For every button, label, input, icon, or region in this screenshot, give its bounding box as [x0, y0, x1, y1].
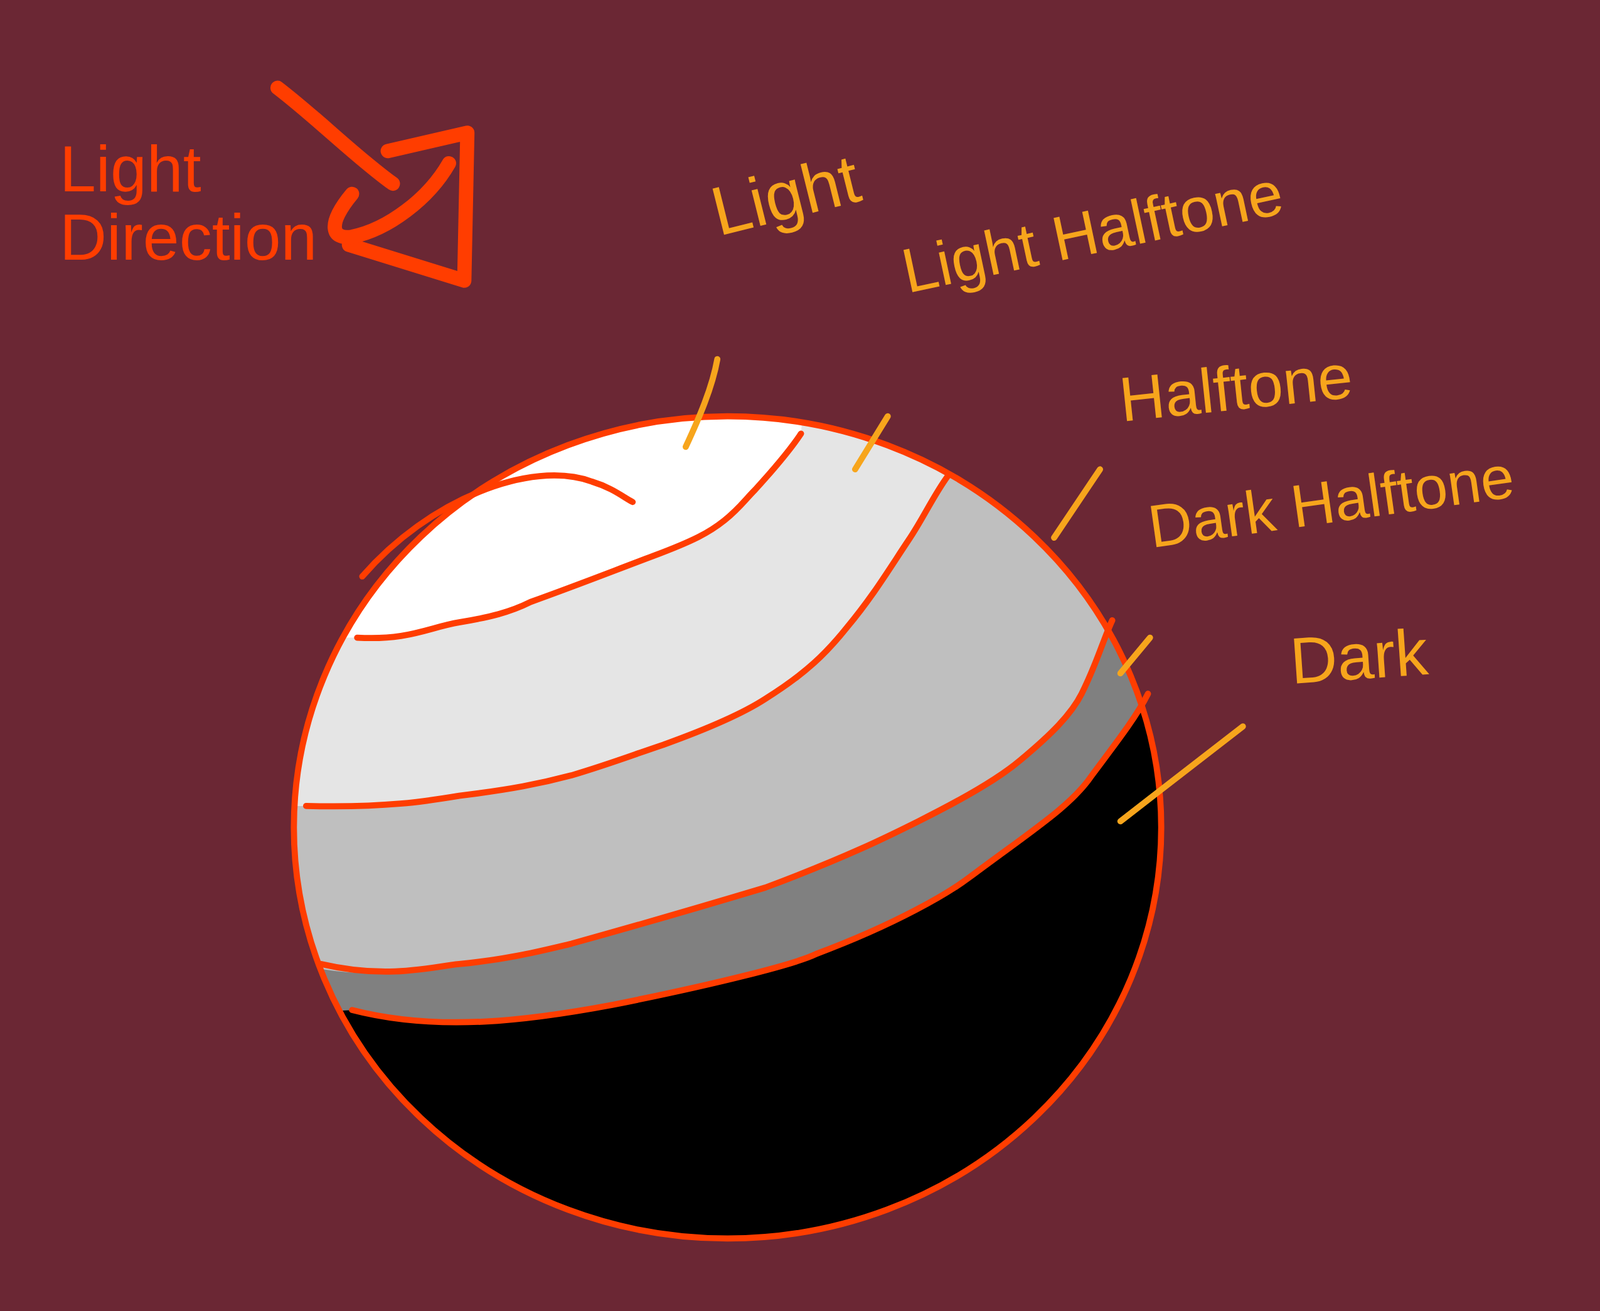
dark-halftone-label: Dark Halftone	[1144, 436, 1582, 560]
light-halftone-label: Light Halftone	[896, 133, 1414, 305]
light-direction-label: Light Direction	[59, 134, 355, 272]
light-label: Light	[704, 129, 917, 248]
sphere-bands	[255, 357, 1225, 1306]
halftone-label: Halftone	[1116, 334, 1435, 433]
band-outlines	[293, 416, 1161, 1240]
dark-label: Dark	[1287, 613, 1493, 696]
